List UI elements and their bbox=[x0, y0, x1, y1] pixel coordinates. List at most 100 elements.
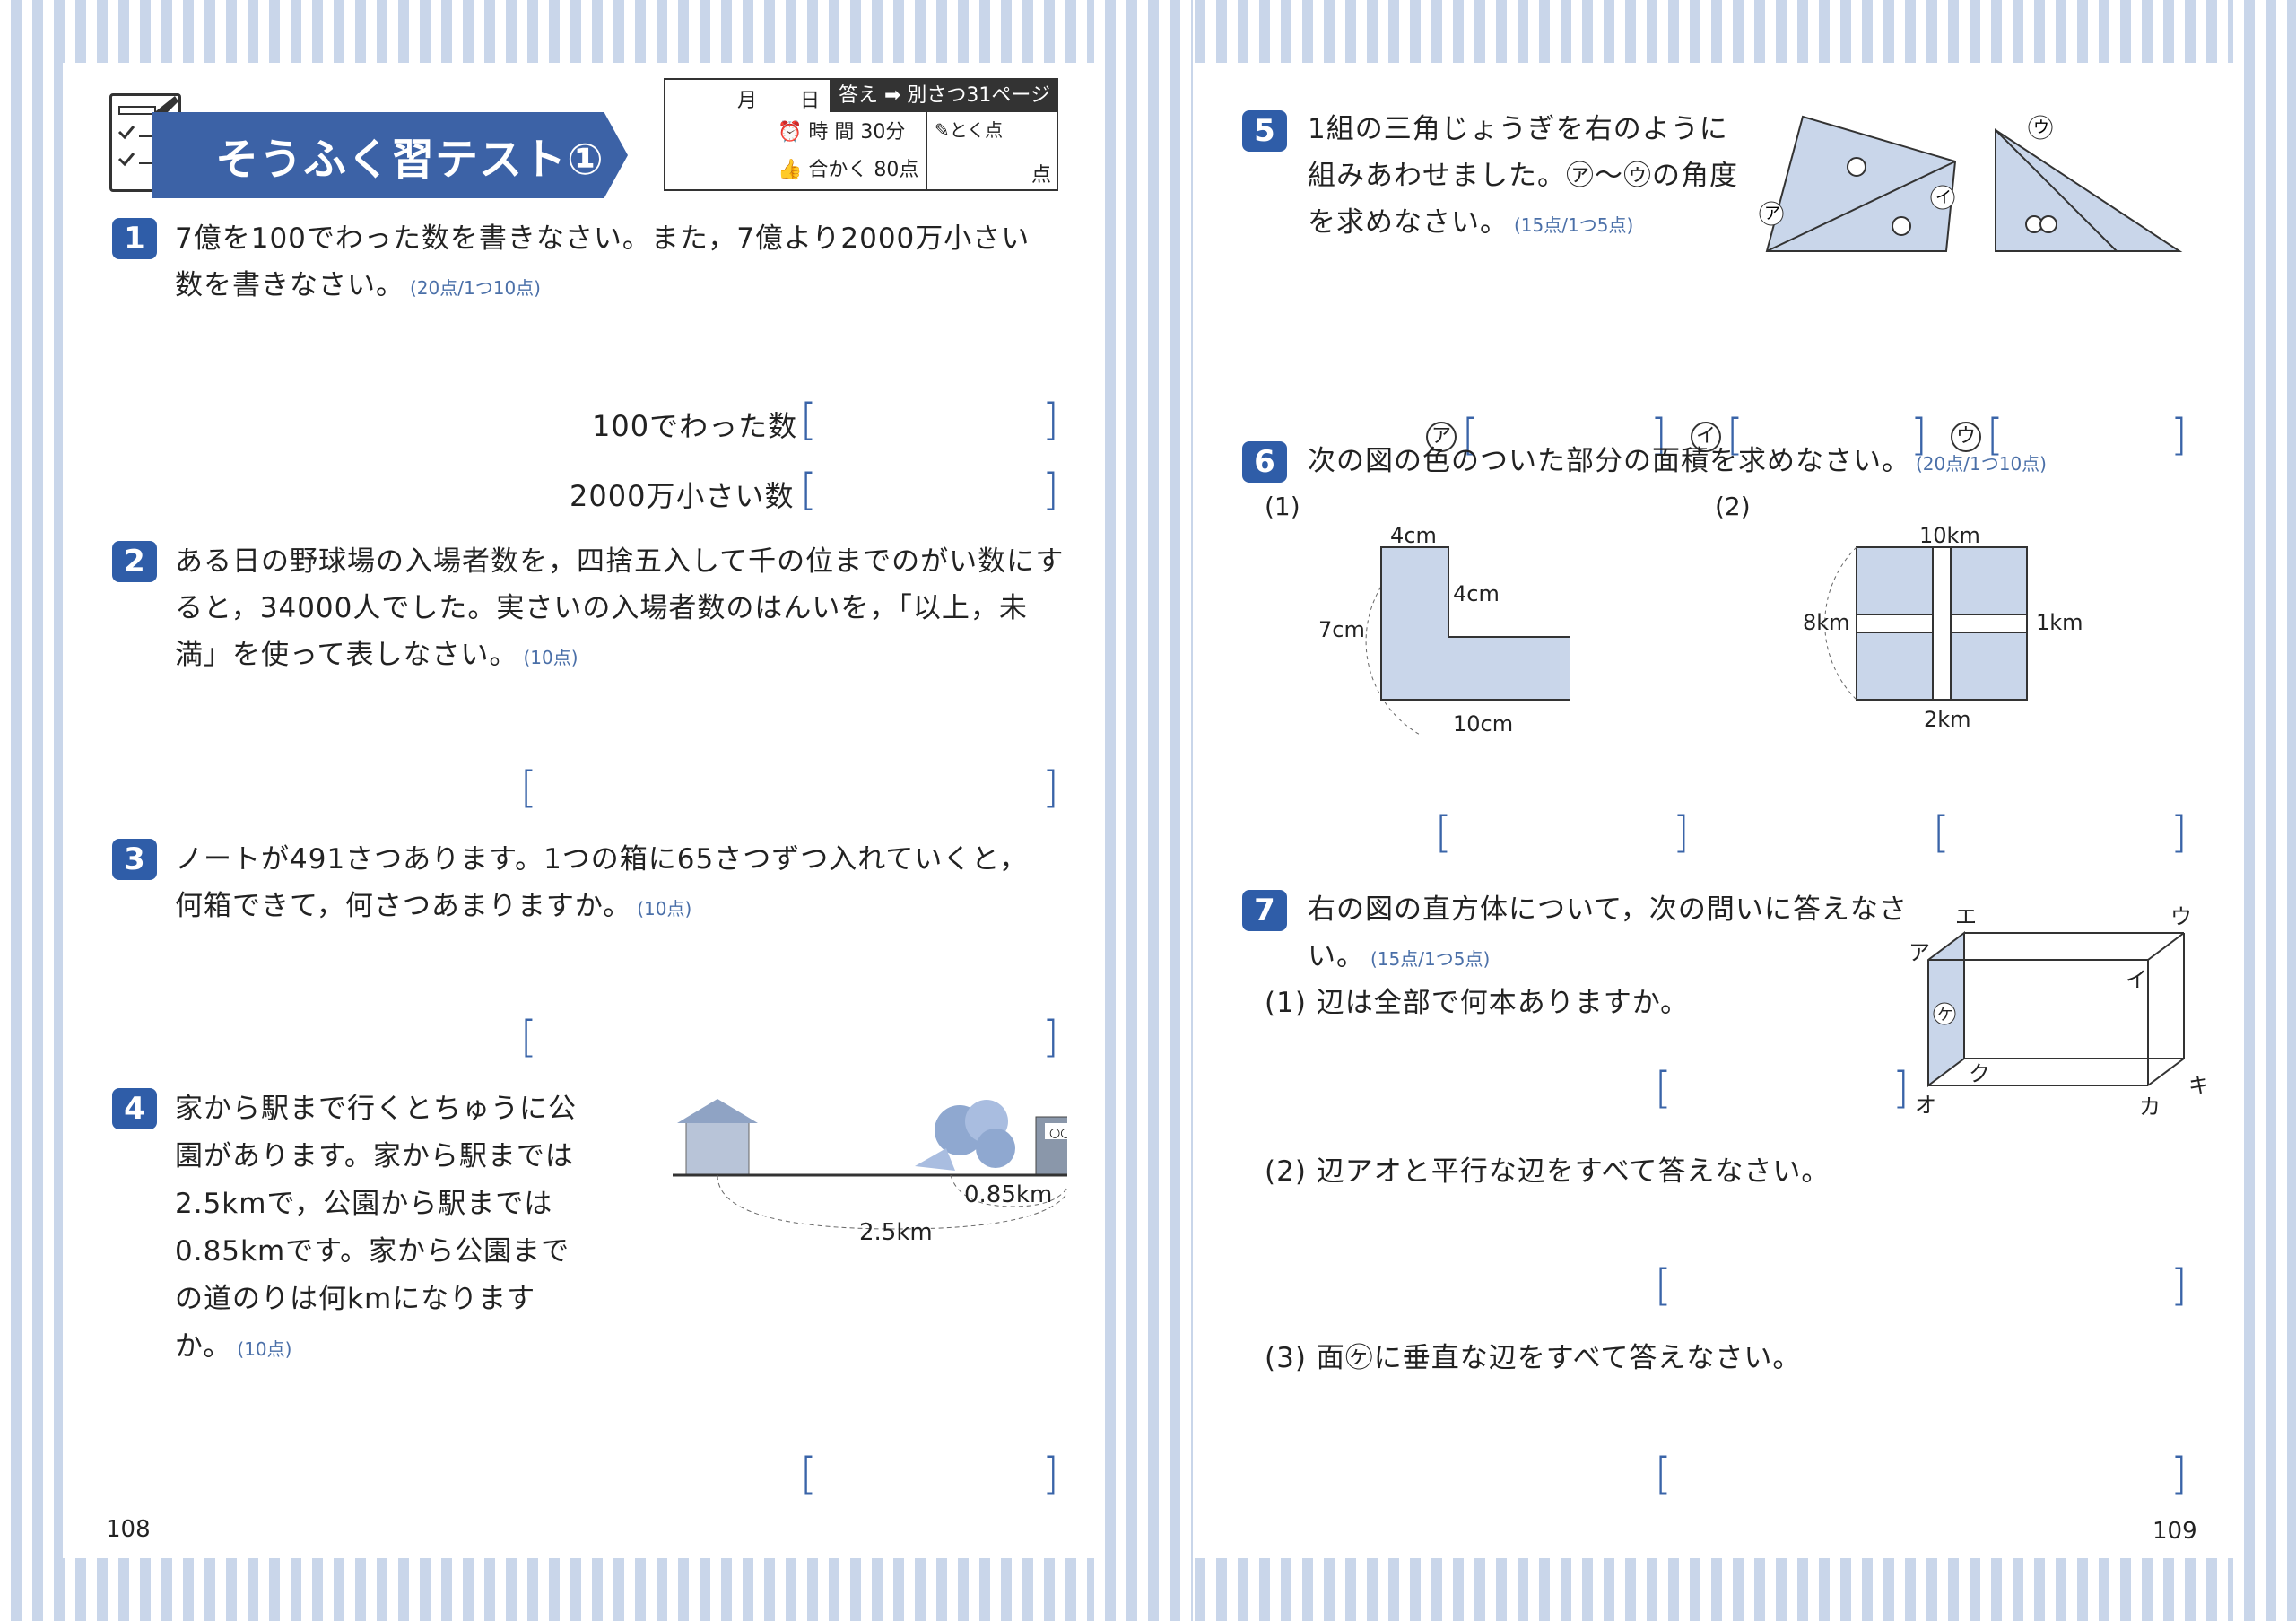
answer-7a-bracket-close: ] bbox=[1892, 1063, 1909, 1113]
answer-2-bracket-close: ] bbox=[1042, 763, 1059, 813]
answer-7b-bracket-open[interactable]: [ bbox=[1655, 1260, 1672, 1311]
title-banner bbox=[152, 112, 628, 198]
answer-5a-bracket-open[interactable]: [ bbox=[1462, 410, 1479, 460]
svg-text:ク: ク bbox=[1969, 1061, 1990, 1086]
svg-text:イ: イ bbox=[2126, 967, 2147, 992]
svg-text:4cm: 4cm bbox=[1453, 581, 1500, 606]
svg-text:キ: キ bbox=[2188, 1073, 2206, 1098]
dist-total-arc bbox=[717, 1174, 1067, 1230]
answer-ref: 答え ➡ 別さつ31ページ bbox=[831, 80, 1058, 112]
triangle-ruler-1 bbox=[1765, 115, 1957, 252]
svg-text:ア: ア bbox=[1909, 940, 1930, 965]
q6-sub2-label: (2) bbox=[1715, 492, 1751, 521]
q7-sub1: (1) 辺は全部で何本ありますか。 bbox=[1265, 987, 1690, 1019]
question-4-text: 家から駅まで行くとちゅうに公 園があります。家から駅までは 2.5kmで，公園か… bbox=[175, 1093, 577, 1363]
dist-part-label: 0.85km bbox=[964, 1181, 1052, 1208]
question-number-1: 1 bbox=[112, 218, 157, 259]
clock-icon: ⏰ bbox=[778, 121, 803, 144]
answer-6b-bracket-close: ] bbox=[2170, 807, 2187, 858]
svg-text:2km: 2km bbox=[1924, 707, 1971, 732]
question-number-7: 7 bbox=[1242, 890, 1287, 931]
answer-4-bracket-open[interactable]: [ bbox=[800, 1449, 817, 1499]
question-number-4: 4 bbox=[112, 1088, 157, 1129]
question-number-3: 3 bbox=[112, 839, 157, 880]
answer-5c: ウ bbox=[1951, 422, 1981, 452]
question-5-text: 1組の三角じょうぎを右のように 組みあわせました。㋐〜㋒の角度 を求めなさい。(… bbox=[1308, 113, 1738, 239]
left-page: そうふく習テスト① 月 日 答え ➡ 別さつ31ページ ⏰ 時 間 30分 👍 … bbox=[63, 63, 1094, 1558]
right-stripe-border bbox=[2233, 0, 2296, 1621]
answer-5b: イ bbox=[1691, 422, 1721, 452]
answer-3-bracket-open[interactable]: [ bbox=[520, 1012, 537, 1062]
svg-text:イ: イ bbox=[1935, 188, 1952, 207]
cuboid-figure: ア エ ウ イ ク オ カ キ ケ bbox=[1909, 904, 2206, 1120]
answer-7c-bracket-open[interactable]: [ bbox=[1655, 1449, 1672, 1499]
svg-text:10km: 10km bbox=[1919, 523, 1980, 548]
station-label: ○○駅 bbox=[1049, 1126, 1067, 1140]
question-7-text: 右の図の直方体について，次の問いに答えなさ い。(15点/1つ5点) bbox=[1308, 893, 1908, 972]
page-title: そうふく習テスト① bbox=[215, 135, 604, 185]
answer-2-bracket-open[interactable]: [ bbox=[520, 763, 537, 813]
distance-diagram: ○○駅 2.5km 0.85km bbox=[673, 1099, 1067, 1246]
answer-7b-bracket-close: ] bbox=[2170, 1260, 2187, 1311]
pass-info: 👍 合かく 80点 bbox=[778, 159, 919, 181]
pencil-icon: ✎ bbox=[935, 119, 950, 141]
question-number-2: 2 bbox=[112, 541, 157, 582]
answer-7c-bracket-close: ] bbox=[2170, 1449, 2187, 1499]
dist-total-label: 2.5km bbox=[859, 1219, 933, 1246]
answer-1a-bracket-open[interactable]: [ bbox=[800, 395, 817, 445]
date-field[interactable]: 月 日 bbox=[665, 80, 831, 112]
answer-7a-bracket-open[interactable]: [ bbox=[1655, 1063, 1672, 1113]
svg-text:8km: 8km bbox=[1803, 610, 1850, 635]
triangle-ruler-2 bbox=[1995, 128, 2183, 252]
q6-sub1-label: (1) bbox=[1265, 492, 1300, 521]
answer-6a-bracket-close: ] bbox=[1673, 807, 1690, 858]
page-number-right: 109 bbox=[2152, 1518, 2197, 1545]
park-icon bbox=[915, 1100, 1015, 1171]
svg-text:ウ: ウ bbox=[2033, 118, 2049, 137]
q7-sub3: (3) 面㋘に垂直な辺をすべて答えなさい。 bbox=[1265, 1342, 1802, 1374]
time-info: ⏰ 時 間 30分 bbox=[778, 121, 906, 144]
question-2-text: ある日の野球場の入場者数を，四捨五入して千の位までのがい数にす ると，34000… bbox=[175, 545, 1065, 671]
score-field[interactable]: ✎とく点 点 bbox=[926, 112, 1058, 191]
answer-5b-bracket-open[interactable]: [ bbox=[1726, 410, 1744, 460]
answer-4-bracket-close: ] bbox=[1042, 1449, 1059, 1499]
left-stripe-border bbox=[0, 0, 63, 1621]
answer-3-bracket-close: ] bbox=[1042, 1012, 1059, 1062]
answer-5b-bracket-close: ] bbox=[1910, 410, 1927, 460]
svg-text:ア: ア bbox=[1764, 205, 1780, 223]
question-1-text: 7億を100でわった数を書きなさい。また，7億より2000万小さい 数を書きなさ… bbox=[175, 222, 1031, 301]
svg-text:カ: カ bbox=[2139, 1094, 2161, 1120]
answer-5a: ア bbox=[1426, 422, 1457, 452]
question-number-6: 6 bbox=[1242, 441, 1287, 483]
triangle-ruler-figure: ア イ ウ bbox=[1759, 115, 2183, 252]
answer-5a-bracket-close: ] bbox=[1650, 410, 1667, 460]
svg-text:4cm: 4cm bbox=[1390, 523, 1437, 548]
question-number-5: 5 bbox=[1242, 110, 1287, 152]
answer-6b-bracket-open[interactable]: [ bbox=[1933, 807, 1950, 858]
svg-text:7cm: 7cm bbox=[1318, 617, 1365, 642]
answer-1b-bracket-open[interactable]: [ bbox=[800, 465, 817, 515]
house-icon bbox=[677, 1099, 758, 1176]
svg-text:エ: エ bbox=[1955, 904, 1977, 929]
svg-text:ウ: ウ bbox=[2170, 904, 2192, 929]
spine-stripe bbox=[1094, 0, 1193, 1621]
l-shape bbox=[1380, 546, 1570, 701]
page-number-left: 108 bbox=[106, 1516, 151, 1543]
svg-text:10cm: 10cm bbox=[1453, 711, 1513, 736]
dist-part-arc bbox=[950, 1174, 1067, 1207]
answer-1b-label: 2000万小さい数 bbox=[570, 479, 795, 513]
svg-text:オ: オ bbox=[1915, 1093, 1936, 1118]
q7-sub2: (2) 辺アオと平行な辺をすべて答えなさい。 bbox=[1265, 1155, 1831, 1188]
answer-5c-bracket-open[interactable]: [ bbox=[1987, 410, 2004, 460]
answer-5c-bracket-close: ] bbox=[2170, 410, 2187, 460]
answer-6a-bracket-open[interactable]: [ bbox=[1435, 807, 1452, 858]
l-shape-figure: 4cm 4cm 7cm 10cm bbox=[1318, 523, 1570, 736]
svg-text:1km: 1km bbox=[2036, 610, 2083, 635]
right-page: 5 1組の三角じょうぎを右のように 組みあわせました。㋐〜㋒の角度 を求めなさい… bbox=[1193, 63, 2233, 1558]
svg-text:ケ: ケ bbox=[1937, 1006, 1953, 1024]
question-6-text: 次の図の色のついた部分の面積を求めなさい。(20点/1つ10点) bbox=[1308, 445, 2047, 477]
cross-figure: 10km 1km 8km 2km bbox=[1803, 523, 2083, 732]
answer-1a-bracket-close: ] bbox=[1042, 395, 1059, 445]
station-icon: ○○駅 bbox=[1035, 1116, 1067, 1176]
answer-1a-label: 100でわった数 bbox=[592, 409, 798, 443]
